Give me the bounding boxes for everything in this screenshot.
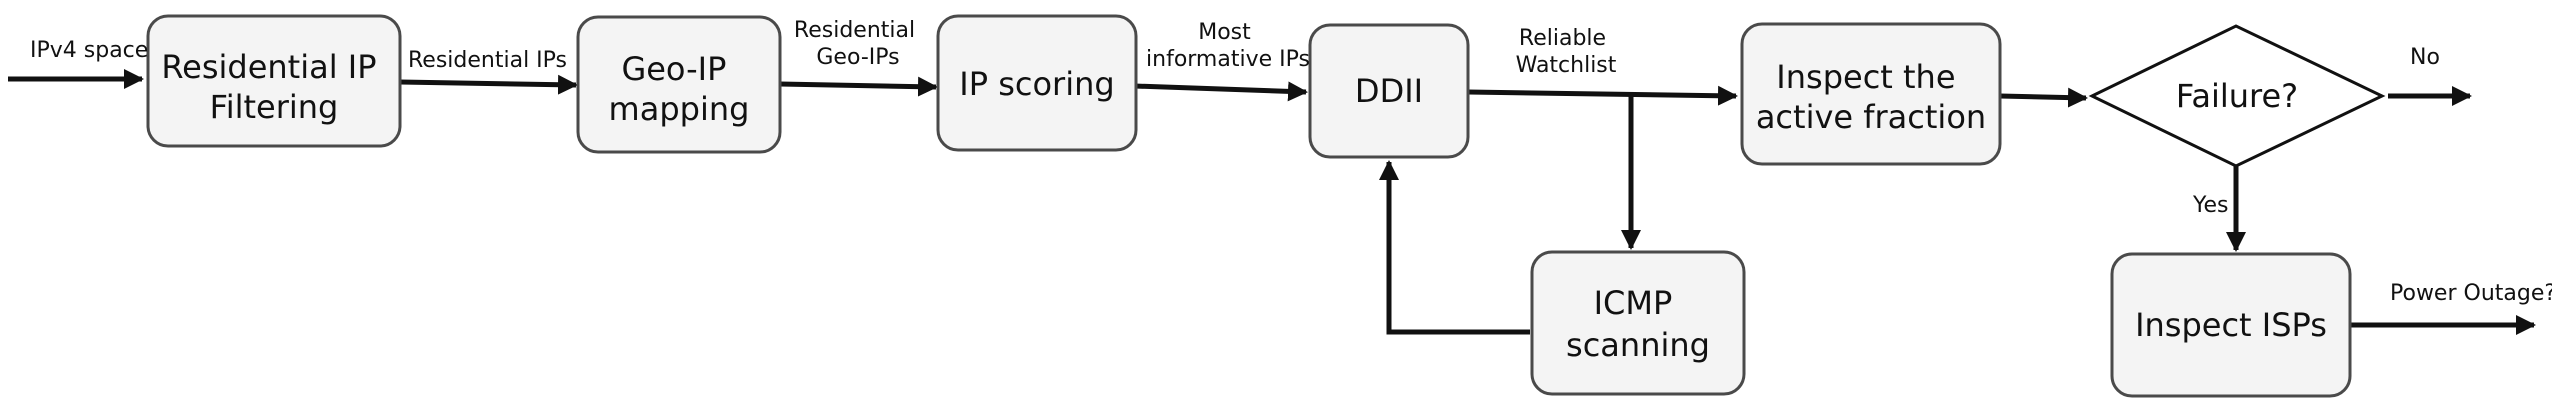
label-reliable-watchlist: Reliable Watchlist	[1516, 26, 1617, 78]
label-residential-ips: Residential IPs	[408, 48, 567, 73]
edge-icmp-to-ddii	[1379, 160, 1530, 335]
node-icmp-scanning: ICMP scanning	[1530, 250, 1746, 396]
label-most-informative-ips: Most informative IPs	[1146, 20, 1310, 72]
node-inspect-isps-label: Inspect ISPs	[2135, 306, 2327, 344]
edge-filtering-to-geoip	[399, 74, 578, 95]
node-geo-ip-mapping: Geo-IP mapping	[576, 15, 782, 154]
node-icmp-scanning-label: ICMP scanning	[1566, 284, 1710, 364]
node-inspect-active-fraction: Inspect the active fraction	[1740, 22, 2002, 166]
node-ddii-label: DDII	[1355, 72, 1423, 110]
edge-scoring-to-ddii	[1134, 81, 1308, 102]
node-geo-ip-mapping-label: Geo-IP mapping	[609, 50, 750, 128]
node-residential-ip-filtering-label: Residential IP Filtering	[161, 48, 386, 126]
edge-geoip-to-scoring	[779, 76, 938, 97]
edge-inspect-to-failure	[1999, 87, 2088, 108]
edge-ddii-to-inspect	[1467, 85, 1738, 106]
node-inspect-isps: Inspect ISPs	[2110, 252, 2352, 398]
node-inspect-active-fraction-label: Inspect the active fraction	[1756, 58, 1986, 136]
label-yes: Yes	[2192, 193, 2229, 218]
node-failure-decision-label: Failure?	[2176, 77, 2298, 115]
node-ip-scoring: IP scoring	[936, 14, 1138, 152]
node-residential-ip-filtering: Residential IP Filtering	[146, 14, 402, 148]
label-no: No	[2410, 45, 2440, 70]
label-residential-geo-ips: Residential Geo-IPs	[794, 18, 922, 70]
node-ddii: DDII	[1308, 23, 1470, 159]
node-ip-scoring-label: IP scoring	[959, 65, 1114, 103]
label-power-outage: Power Outage?	[2390, 281, 2552, 306]
node-failure-decision: Failure?	[2088, 24, 2386, 168]
label-ipv4-space: IPv4 space	[30, 38, 148, 63]
